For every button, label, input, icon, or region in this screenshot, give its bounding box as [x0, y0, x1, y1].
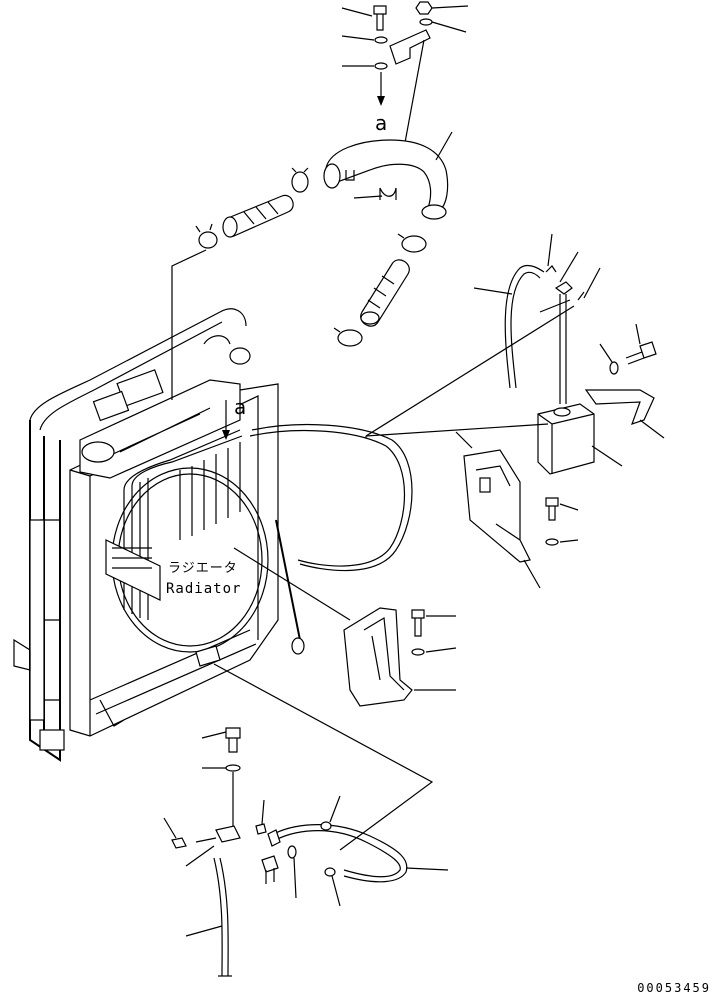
radiator-label-en: Radiator: [166, 581, 241, 597]
radiator-assembly: a ラジエータ Radiator: [13, 308, 305, 762]
reference-letter-a-radiator: a: [234, 395, 246, 419]
drain-valve-assembly: [171, 663, 434, 977]
leader-clamp-to-radiator: [171, 249, 207, 400]
document-number: 00053459: [637, 981, 711, 995]
upper-hoses-and-clamps: [195, 167, 427, 347]
guard-bracket-assembly: [233, 547, 425, 707]
reservoir-tank-assembly: [365, 264, 657, 563]
upper-pipe-assembly: a: [323, 1, 449, 220]
reference-letter-a-top: a: [375, 111, 387, 135]
callout-leaders: [163, 5, 665, 937]
overflow-hose-route: [251, 423, 413, 572]
radiator-label-jp: ラジエータ: [168, 561, 238, 576]
